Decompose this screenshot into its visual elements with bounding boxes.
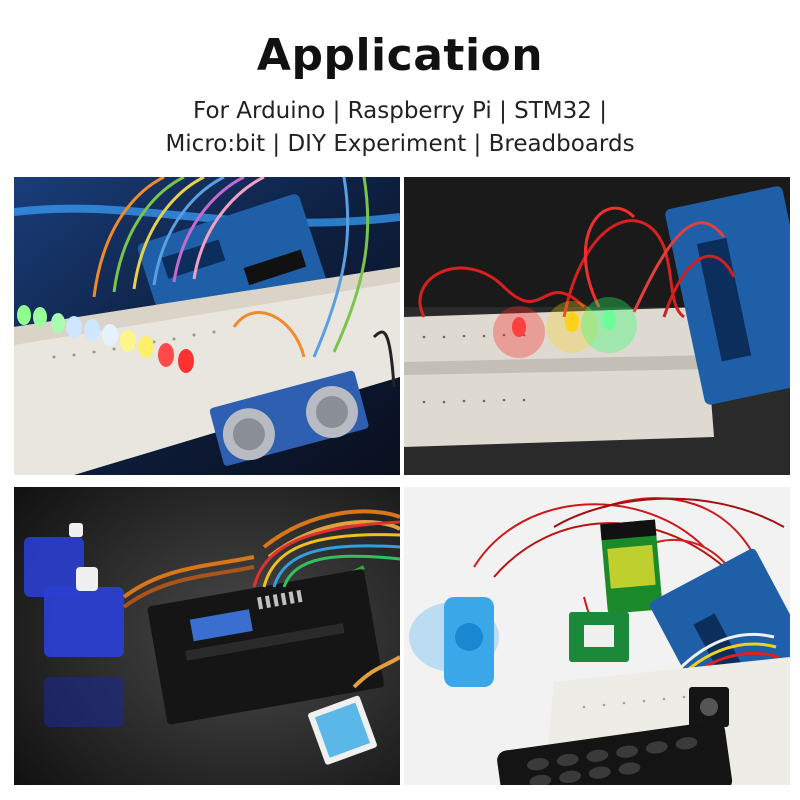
breadboard <box>404 307 714 447</box>
photo-1-illustration: ∞ <box>14 177 400 475</box>
photo-arduino-traffic-leds <box>404 177 790 475</box>
page-header: Application For Arduino | Raspberry Pi |… <box>0 0 800 170</box>
stepper-driver-board <box>569 612 629 662</box>
servo-motors <box>24 523 124 727</box>
green-led <box>602 310 616 330</box>
photo-2-illustration <box>404 177 790 475</box>
photo-4-illustration <box>404 487 790 785</box>
ribbon-wires <box>252 520 400 588</box>
ir-remote-control <box>497 721 733 785</box>
subtitle-line-2: Micro:bit | DIY Experiment | Breadboards <box>165 131 635 157</box>
page-title: Application <box>256 30 544 81</box>
temperature-humidity-sensor <box>308 695 377 765</box>
jumper-wires <box>418 206 736 319</box>
yellow-led <box>565 312 579 332</box>
ultrasonic-sensor <box>209 370 369 466</box>
photo-servo-sensor-shield <box>14 487 400 785</box>
wire-bundle <box>92 177 396 388</box>
photo-3-illustration <box>14 487 400 785</box>
red-led <box>512 317 526 337</box>
photo-arduino-leds-ultrasonic: ∞ <box>14 177 400 475</box>
led-row <box>17 305 194 373</box>
arduino-board <box>665 186 790 405</box>
traffic-leds <box>493 297 637 358</box>
red-wires <box>473 497 785 638</box>
fan-motor <box>409 597 499 687</box>
subtitle-line-1: For Arduino | Raspberry Pi | STM32 | <box>193 98 607 124</box>
ir-receiver-module <box>689 687 729 727</box>
battery <box>600 519 663 614</box>
photo-stepper-battery-ir-remote <box>404 487 790 785</box>
sensor-shield <box>147 569 384 725</box>
